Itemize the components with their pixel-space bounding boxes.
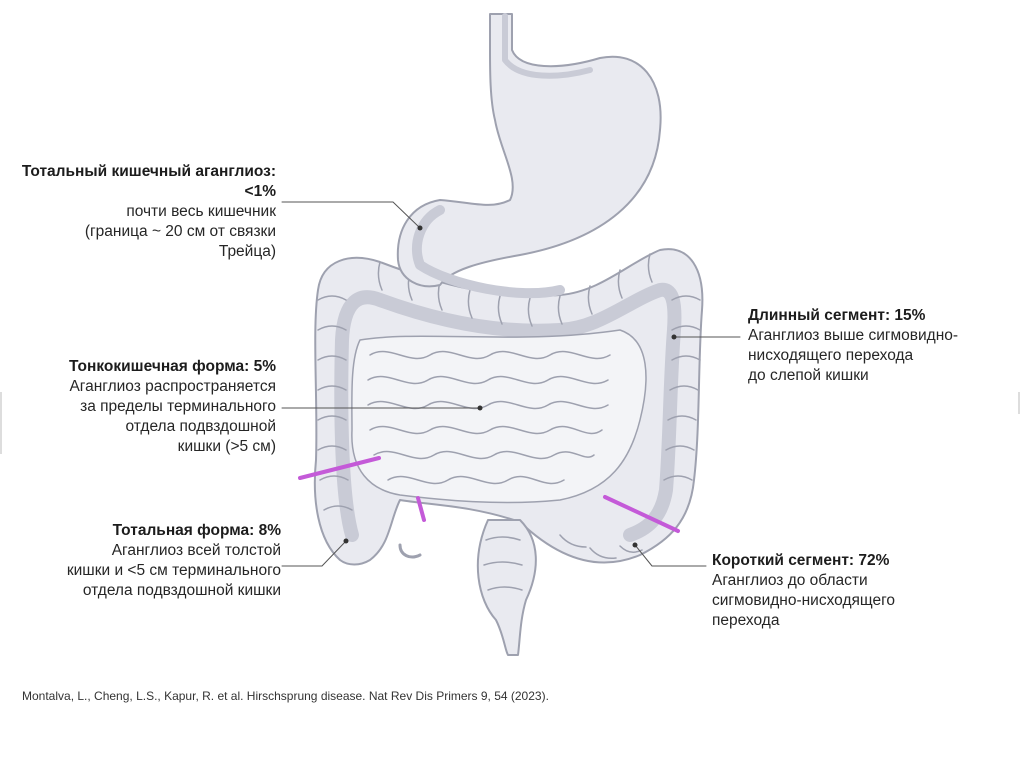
stomach — [396, 13, 662, 299]
dot-long-segment — [671, 334, 677, 340]
leader-end-dots — [343, 225, 677, 548]
rectum-folds — [483, 536, 523, 591]
descending-colon-haustra — [663, 295, 701, 481]
callout-total-intestinal: Тотальный кишечный аганглиоз: <1% почти … — [20, 162, 276, 262]
callout-text: Аганглиоз всей толстой кишки и <5 см тер… — [66, 542, 281, 599]
right-edge-bar — [1018, 392, 1020, 414]
callout-long-segment: Длинный сегмент: 15% Аганглиоз выше сигм… — [748, 306, 1018, 386]
short-segment-marker — [603, 495, 680, 533]
source-citation: Montalva, L., Cheng, L.S., Kapur, R. et … — [22, 689, 549, 703]
small-intestine — [351, 329, 647, 504]
callout-total-colonic: Тотальная форма: 8% Аганглиоз всей толст… — [10, 521, 281, 601]
leader-short-segment — [634, 544, 707, 567]
colon-lumen-shadow — [334, 282, 682, 542]
appendix — [398, 543, 422, 559]
callout-title: Тотальная форма: 8% — [112, 522, 281, 539]
ascending-colon-haustra — [317, 295, 353, 511]
small-intestine-loops — [367, 350, 611, 485]
small-intestine-mass — [351, 329, 647, 504]
duodenum-shade — [411, 205, 565, 299]
leader-total-intestinal — [281, 201, 421, 229]
dot-total-intestinal — [417, 225, 423, 231]
callout-text: Аганглиоз распространяется за пределы те… — [69, 378, 276, 455]
callout-title: Тотальный кишечный аганглиоз: <1% — [21, 163, 276, 200]
left-edge-bar — [0, 392, 2, 454]
callout-title: Тонкокишечная форма: 5% — [69, 358, 276, 375]
callout-text: Аганглиоз выше сигмовидно- нисходящего п… — [748, 327, 959, 384]
callout-small-bowel: Тонкокишечная форма: 5% Аганглиоз распро… — [10, 357, 276, 457]
total-colonic-marker — [298, 456, 381, 480]
small-bowel-marker — [416, 496, 426, 522]
stomach-body — [396, 13, 662, 288]
callout-short-segment: Короткий сегмент: 72% Аганглиоз до облас… — [712, 551, 972, 631]
dot-short-segment — [632, 542, 638, 548]
transverse-colon-haustra — [377, 253, 653, 327]
rectum — [476, 519, 537, 656]
leader-lines — [281, 201, 741, 567]
callout-title: Короткий сегмент: 72% — [712, 552, 890, 569]
leader-total-colonic — [281, 540, 347, 567]
esophagus-shade — [502, 13, 593, 79]
callout-title: Длинный сегмент: 15% — [748, 307, 926, 324]
callout-text: почти весь кишечник (граница ~ 20 см от … — [84, 203, 276, 260]
transition-markers — [298, 456, 680, 533]
dot-total-colonic — [343, 538, 349, 544]
dot-small-bowel — [477, 405, 483, 411]
callout-text: Аганглиоз до области сигмовидно-нисходящ… — [712, 572, 896, 629]
